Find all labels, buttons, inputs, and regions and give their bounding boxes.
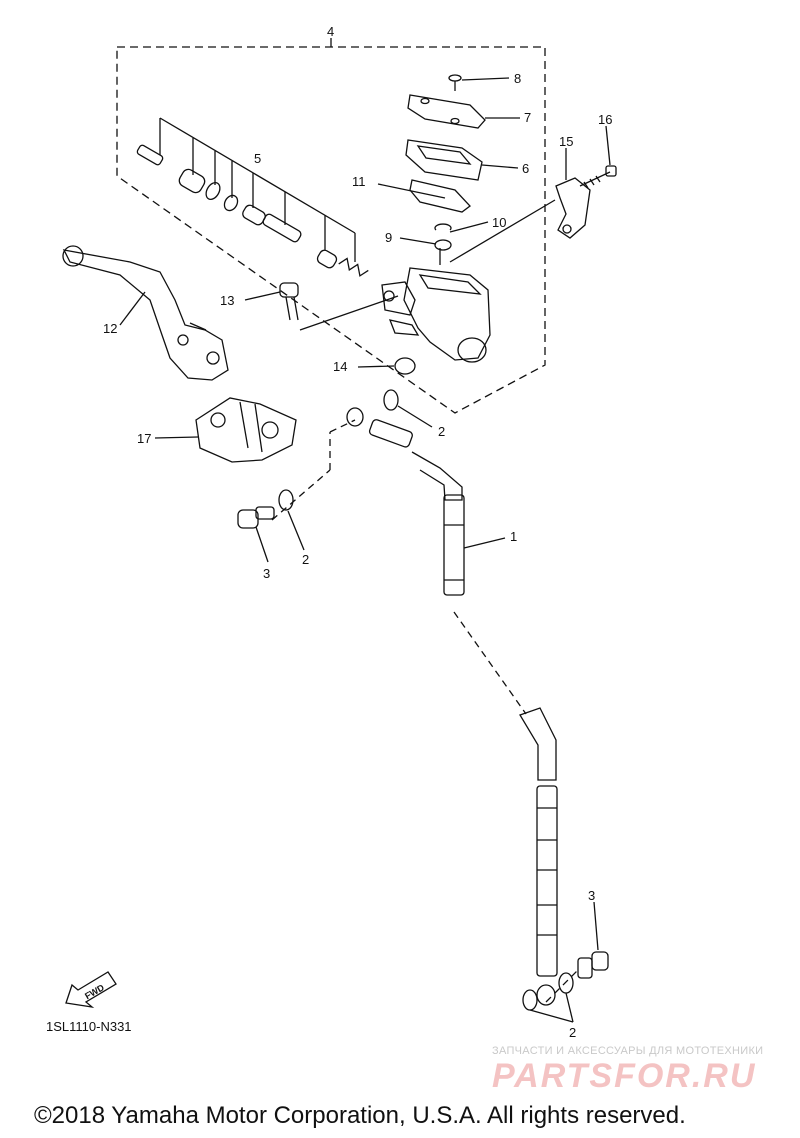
label-13: 13 <box>220 293 234 308</box>
label-6: 6 <box>522 161 529 176</box>
label-2-lower: 2 <box>569 1025 576 1040</box>
label-10: 10 <box>492 215 506 230</box>
brake-lever <box>62 249 229 381</box>
banjo-bolt-lower <box>577 951 609 979</box>
watermark-logo: PARTSFOR.RU <box>492 1057 757 1095</box>
diaphragm-plate <box>409 179 471 213</box>
label-16: 16 <box>598 112 612 127</box>
lever-holder <box>195 397 297 463</box>
label-3-upper: 3 <box>263 566 270 581</box>
label-2-cylinder: 2 <box>438 424 445 439</box>
banjo-bolt-upper <box>237 506 275 529</box>
brake-hose <box>346 407 558 1006</box>
protector <box>434 239 452 251</box>
reservoir-cap <box>407 94 486 129</box>
cap-screw <box>448 74 462 91</box>
copper-washer-cylinder <box>383 389 399 411</box>
clamp-bolt <box>579 165 617 189</box>
piston-kit-parts <box>136 144 369 277</box>
watermark-subtitle: ЗАПЧАСТИ И АКСЕССУАРЫ ДЛЯ МОТОТЕХНИКИ <box>492 1045 764 1057</box>
label-14: 14 <box>333 359 347 374</box>
diaphragm <box>405 139 483 181</box>
diagram-code: 1SL1110-N331 <box>46 1019 132 1034</box>
label-11: 11 <box>352 174 366 189</box>
circlip <box>434 223 452 231</box>
copper-washer-lower-1 <box>522 989 538 1011</box>
label-2-upper: 2 <box>302 552 309 567</box>
copper-washer-lower-2 <box>558 972 574 994</box>
label-5: 5 <box>254 151 261 166</box>
bushing <box>394 357 416 375</box>
assembly-outline <box>116 46 546 414</box>
assembly-paths <box>271 419 579 1003</box>
label-9: 9 <box>385 230 392 245</box>
label-8: 8 <box>514 71 521 86</box>
label-7: 7 <box>524 110 531 125</box>
label-15: 15 <box>559 134 573 149</box>
leader-lines <box>119 77 611 1023</box>
label-17: 17 <box>137 431 151 446</box>
copyright-notice: ©2018 Yamaha Motor Corporation, U.S.A. A… <box>34 1102 686 1129</box>
label-4: 4 <box>327 24 334 39</box>
pivot-bolt <box>279 282 299 321</box>
label-3-lower: 3 <box>588 888 595 903</box>
label-1: 1 <box>510 529 517 544</box>
copper-washer-upper <box>278 489 294 511</box>
label-12: 12 <box>103 321 117 336</box>
clamp <box>555 177 591 239</box>
master-cylinder-body <box>381 267 491 363</box>
piston-kit-bracket <box>159 117 356 262</box>
fwd-arrow <box>65 971 117 1008</box>
